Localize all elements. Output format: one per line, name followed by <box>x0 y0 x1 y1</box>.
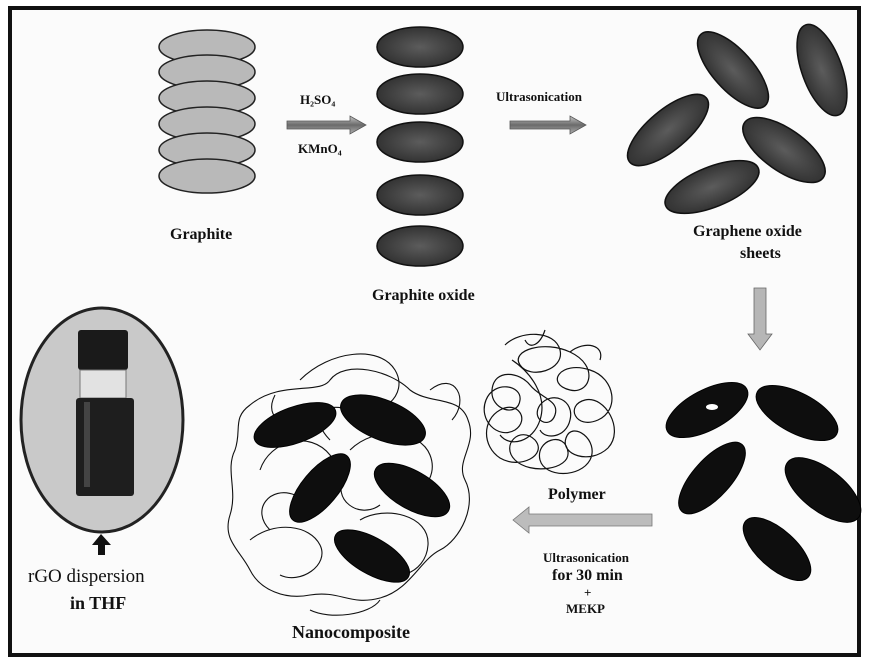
sheet <box>787 18 857 122</box>
label-graphite-oxide: Graphite oxide <box>372 287 475 305</box>
label-polymer: Polymer <box>548 486 606 504</box>
sheet <box>279 444 361 531</box>
oxide-layer <box>377 175 463 215</box>
arrow-up <box>92 534 111 555</box>
sheet <box>248 393 341 456</box>
label-mekp: MEKP <box>566 601 605 617</box>
label-ultrasonication-bottom: Ultrasonication <box>543 550 629 566</box>
rgo-vial-photo <box>21 308 183 532</box>
sheet-highlight <box>706 404 718 410</box>
label-graphene-oxide-line1: Graphene oxide <box>693 223 802 241</box>
label-reagent-oxidant: KMnO₄ <box>298 141 342 157</box>
arrow-left <box>513 507 652 533</box>
arrow-down <box>748 288 772 350</box>
vial-neck <box>80 370 126 398</box>
oxide-layer <box>377 27 463 67</box>
graphite-oxide-layers <box>377 27 463 266</box>
arrow-right-2 <box>510 116 586 134</box>
label-graphite: Graphite <box>170 226 232 244</box>
label-nanocomposite: Nanocomposite <box>292 622 410 643</box>
label-ultrasonication-top: Ultrasonication <box>496 89 582 105</box>
arrow-right-1 <box>287 116 366 134</box>
label-graphene-oxide-line2: sheets <box>740 245 781 263</box>
graphite-stack <box>159 30 255 193</box>
sheet <box>658 150 766 225</box>
sheet <box>733 507 821 591</box>
polymer-coil <box>484 330 614 474</box>
sheet <box>668 432 756 524</box>
graphite-layer <box>159 159 255 193</box>
sheet <box>658 371 756 449</box>
sheet <box>748 374 846 452</box>
oxide-layer <box>377 74 463 114</box>
vial-cap <box>78 330 128 370</box>
sheet <box>775 446 872 535</box>
oxide-layer <box>377 122 463 162</box>
sheet <box>617 83 719 178</box>
label-plus: + <box>584 585 591 601</box>
oxide-layer <box>377 226 463 266</box>
label-reagent-acid: H₂SO₄ <box>300 92 335 108</box>
label-rgo-line1: rGO dispersion <box>28 566 145 588</box>
sheet <box>334 385 432 456</box>
graphene-oxide-sheets <box>617 18 857 224</box>
sheet <box>366 453 458 528</box>
reduced-sheets <box>658 371 872 591</box>
label-duration: for 30 min <box>552 567 623 585</box>
sheet <box>327 519 418 592</box>
label-rgo-line2: in THF <box>70 593 126 614</box>
